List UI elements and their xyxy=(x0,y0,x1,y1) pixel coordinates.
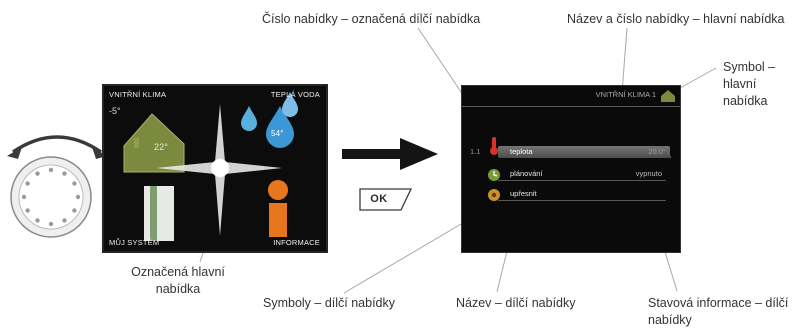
menu-label-indoor-climate[interactable]: VNITŘNÍ KLIMA xyxy=(109,90,167,99)
house-icon xyxy=(123,113,185,173)
menu-label-my-system[interactable]: MŮJ SYSTÉM xyxy=(109,238,160,247)
ok-button[interactable]: OK xyxy=(357,187,413,212)
leader-line-menu-name xyxy=(621,27,628,94)
arrow-right-icon xyxy=(342,138,438,170)
water-temperature: 54° xyxy=(271,129,284,138)
submenu-row-temperature[interactable]: teplota 20.0° xyxy=(498,146,670,158)
system-unit-icon xyxy=(144,186,174,241)
clock-icon xyxy=(488,169,500,181)
submenu-row-status: vypnuto xyxy=(635,169,662,178)
water-drop-icon xyxy=(241,92,298,148)
row-end-decoration xyxy=(652,146,672,159)
indoor-temperature: 22° xyxy=(154,142,169,152)
callout-selected-main-menu: Označená hlavní nabídka xyxy=(131,265,225,296)
outdoor-temperature: -5° xyxy=(109,106,121,116)
submenu-header: VNITŘNÍ KLIMA 1 xyxy=(462,86,680,107)
submenu-index: 1.1 xyxy=(470,147,481,156)
menu-label-information[interactable]: INFORMACE xyxy=(273,238,320,247)
submenu-row-advanced[interactable]: upřesnit xyxy=(498,188,666,201)
callout-submenu-symbols: Symboly – dílčí nabídky xyxy=(263,296,396,310)
submenu-row-scheduling[interactable]: plánování vypnuto xyxy=(498,168,666,181)
callout-submenu-status: Stavová informace – dílčí nabídky xyxy=(648,296,789,327)
rotation-arrow-icon xyxy=(12,135,102,154)
control-knob[interactable] xyxy=(3,122,111,240)
submenu-screen: VNITŘNÍ KLIMA 1 1.1 teplota 20.0° plánov… xyxy=(461,85,681,253)
settings-icon xyxy=(488,189,500,201)
submenu-row-label: teplota xyxy=(510,147,533,156)
callout-menu-name-number: Název a číslo nabídky – hlavní nabídka xyxy=(567,12,785,26)
house-icon xyxy=(661,90,675,102)
callout-submenu-number: Číslo nabídky – označená dílčí nabídka xyxy=(262,12,481,26)
thermometer-icon xyxy=(490,137,498,155)
callout-menu-symbol: Symbol – hlavní nabídka xyxy=(723,60,776,108)
submenu-row-label: upřesnit xyxy=(510,189,537,198)
submenu-title: VNITŘNÍ KLIMA 1 xyxy=(595,90,656,99)
main-menu-screen: VNITŘNÍ KLIMA TEPLÁ VODA MŮJ SYSTÉM INFO… xyxy=(102,84,328,253)
submenu-row-label: plánování xyxy=(510,169,543,178)
selection-star-icon xyxy=(156,104,282,236)
info-icon xyxy=(268,180,288,237)
knob-dots xyxy=(21,167,81,227)
menu-label-hot-water[interactable]: TEPLÁ VODA xyxy=(270,90,320,99)
main-menu-graphics xyxy=(123,92,298,241)
callout-submenu-name: Název – dílčí nabídky xyxy=(456,296,576,310)
submenu-row-value: 20.0° xyxy=(648,147,666,156)
ok-button-label: OK xyxy=(370,193,388,205)
